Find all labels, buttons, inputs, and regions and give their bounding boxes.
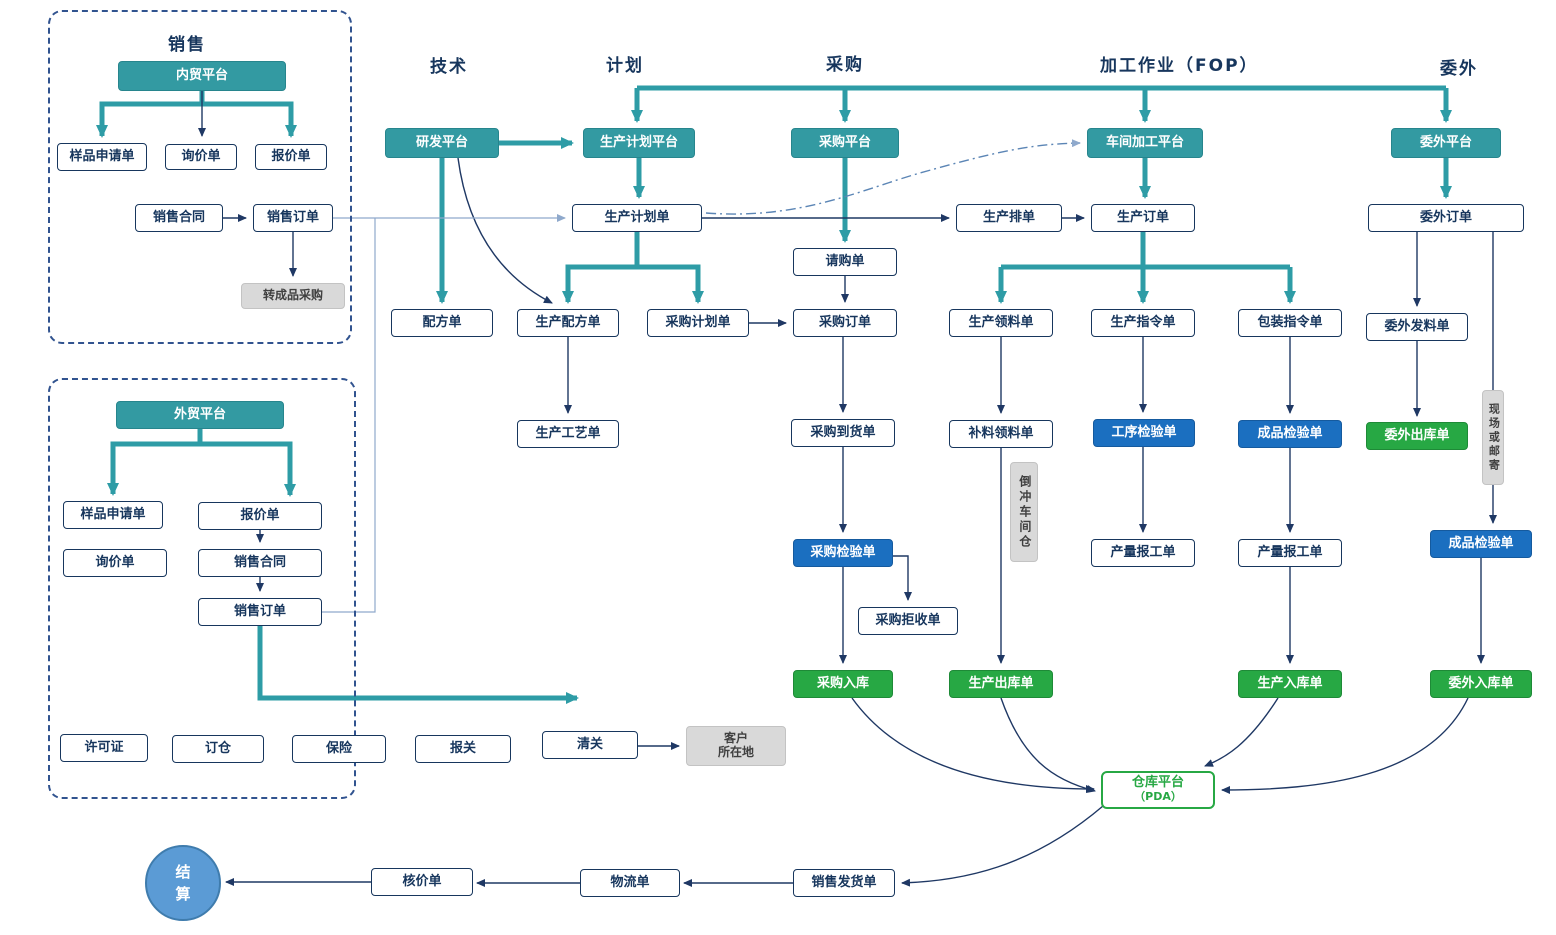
arrow-production-plan-to-production-formula — [562, 232, 640, 304]
node-customs-clear: 清关 — [542, 731, 638, 759]
light-flow-lines — [322, 139, 1081, 613]
node-production-picking: 生产领料单 — [949, 309, 1053, 337]
node-d-order: 销售订单 — [253, 204, 333, 232]
node-output-report-2: 产量报工单 — [1238, 539, 1342, 567]
node-purchase-order: 采购订单 — [793, 309, 897, 337]
curve-warehouse-to-delivery — [901, 805, 1104, 887]
header-purchase: 采购 — [826, 55, 864, 75]
node-purchase-plan: 采购计划单 — [647, 309, 749, 337]
node-purchase-inspect: 采购检验单 — [793, 539, 893, 567]
node-formula: 配方单 — [391, 309, 493, 337]
node-warehouse-platform: 仓库平台 （PDA） — [1101, 771, 1215, 809]
header-outsource: 委外 — [1440, 59, 1478, 79]
arrow-foreign-order-export-flow — [257, 626, 579, 704]
node-plan-platform: 生产计划平台 — [583, 128, 695, 158]
node-price-check: 核价单 — [371, 868, 473, 896]
settlement-line1: 结 — [175, 862, 191, 881]
node-d-contract: 销售合同 — [135, 204, 223, 232]
node-outsource-platform: 委外平台 — [1391, 128, 1501, 158]
header-plan: 计划 — [606, 56, 644, 76]
node-booking: 订仓 — [172, 735, 264, 763]
node-production-process: 生产工艺单 — [517, 420, 619, 448]
header-fop: 加工作业（FOP） — [1100, 56, 1259, 76]
node-outsource-order: 委外订单 — [1368, 204, 1524, 232]
node-outsource-in: 委外入库单 — [1430, 670, 1532, 698]
node-production-in: 生产入库单 — [1238, 670, 1342, 698]
node-f-order: 销售订单 — [198, 598, 322, 626]
node-to-finished-purchase: 转成品采购 — [241, 283, 345, 309]
domestic-sales-group-box — [48, 10, 352, 344]
curve-production-in-to-warehouse — [1204, 697, 1279, 767]
curve-outsource-in-to-warehouse — [1221, 697, 1469, 794]
arrow-production-plan-to-purchase-plan — [637, 264, 704, 304]
node-f-sample-request: 样品申请单 — [63, 501, 163, 529]
node-purchase-reject: 采购拒收单 — [858, 607, 958, 635]
curve-rnd-to-production-formula — [457, 157, 553, 304]
node-supplement-picking: 补料领料单 — [949, 420, 1053, 448]
customer-location-line2: 所在地 — [717, 745, 754, 759]
node-customs-declare: 报关 — [415, 735, 511, 763]
node-f-inquiry: 询价单 — [63, 549, 167, 577]
arrow-inspect-to-reject — [893, 555, 912, 601]
curve-purchase-in-to-warehouse — [851, 697, 1095, 793]
node-production-plan: 生产计划单 — [572, 204, 702, 232]
node-f-quote: 报价单 — [198, 502, 322, 530]
node-finished-inspect-fop: 成品检验单 — [1238, 420, 1342, 448]
node-domestic-platform: 内贸平台 — [118, 61, 286, 91]
arrow-foreign-platform-to-quote — [197, 429, 296, 497]
warehouse-platform-line1: 仓库平台 — [1131, 775, 1184, 791]
node-process-inspect: 工序检验单 — [1093, 419, 1195, 447]
node-production-instruction: 生产指令单 — [1091, 309, 1195, 337]
node-license: 许可证 — [60, 734, 148, 762]
node-purchase-platform: 采购平台 — [791, 128, 899, 158]
settlement-line2: 算 — [175, 885, 191, 903]
node-settlement: 结 算 — [145, 845, 221, 921]
header-sales: 销售 — [168, 35, 206, 55]
node-d-sample-request: 样品申请单 — [57, 143, 147, 171]
node-insurance: 保险 — [292, 735, 386, 763]
node-production-order: 生产订单 — [1091, 204, 1195, 232]
node-purchase-arrival: 采购到货单 — [791, 419, 895, 447]
warehouse-platform-line2: （PDA） — [1134, 790, 1182, 804]
line-foreign-order-join — [322, 218, 376, 613]
node-packing-instruction: 包装指令单 — [1238, 309, 1342, 337]
navy-flow-arrows — [198, 91, 1497, 887]
node-logistics: 物流单 — [580, 869, 680, 897]
node-d-inquiry: 询价单 — [165, 144, 237, 170]
node-onsite-mail-label: 现场或邮寄 — [1482, 390, 1504, 485]
node-purchase-request: 请购单 — [793, 248, 897, 276]
node-sales-delivery: 销售发货单 — [793, 869, 895, 897]
node-output-report-1: 产量报工单 — [1091, 539, 1195, 567]
node-purchase-in: 采购入库 — [793, 670, 893, 698]
foreign-sales-group-box — [48, 378, 356, 799]
node-foreign-platform: 外贸平台 — [116, 401, 284, 429]
node-customer-location: 客户 所在地 — [686, 726, 786, 766]
teal-flow-arrows — [96, 85, 1452, 704]
node-production-schedule: 生产排单 — [956, 204, 1062, 232]
node-outsource-out: 委外出库单 — [1366, 422, 1468, 450]
dashdot-plan-to-workshop — [705, 139, 1081, 215]
header-tech: 技术 — [430, 57, 468, 77]
customer-location-line1: 客户 — [723, 731, 748, 746]
node-rnd-platform: 研发平台 — [385, 128, 499, 158]
node-workshop-platform: 车间加工平台 — [1087, 128, 1203, 158]
curve-production-out-to-warehouse — [1000, 697, 1096, 793]
node-d-quote: 报价单 — [255, 144, 327, 170]
node-production-out: 生产出库单 — [949, 670, 1053, 698]
node-outsource-issue: 委外发料单 — [1366, 313, 1468, 341]
node-production-formula: 生产配方单 — [517, 309, 619, 337]
node-finished-inspect-os: 成品检验单 — [1430, 530, 1532, 558]
node-backflush-label: 倒冲车间仓 — [1010, 462, 1038, 562]
node-f-contract: 销售合同 — [198, 549, 322, 577]
